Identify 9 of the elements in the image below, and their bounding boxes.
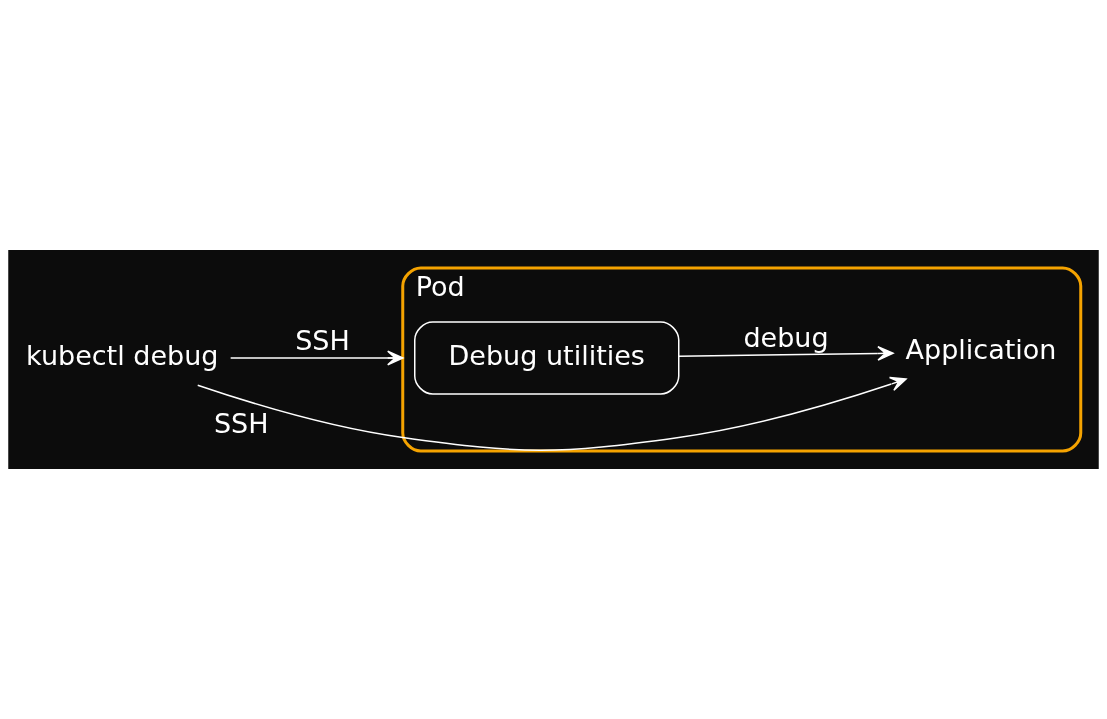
edge-label: debug xyxy=(743,321,829,353)
arrow xyxy=(678,345,894,361)
arrow xyxy=(197,376,907,451)
arrow xyxy=(229,350,404,366)
node-text: kubectl debug xyxy=(26,339,219,371)
node-box: Debug utilities xyxy=(414,321,680,395)
node-text: Application xyxy=(905,333,1057,365)
edge-label: SSH xyxy=(213,408,269,440)
edge-label: SSH xyxy=(295,324,350,356)
